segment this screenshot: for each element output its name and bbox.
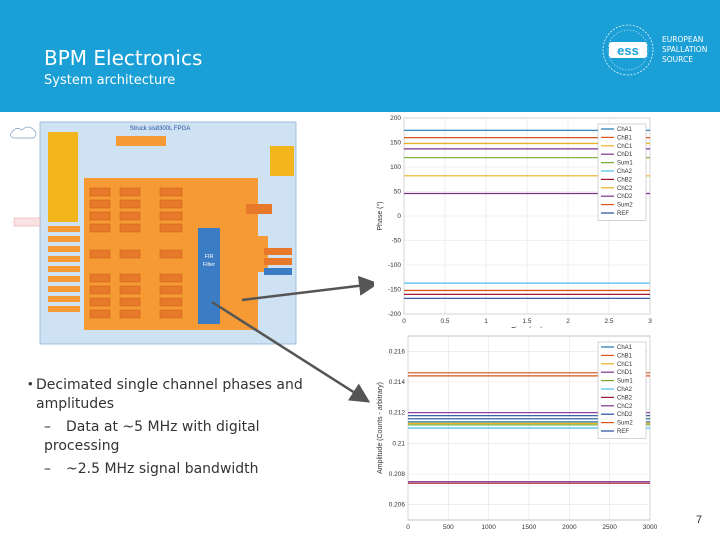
legend-entry: ChA2 bbox=[617, 387, 633, 393]
bullet-main-text: Decimated single channel phases and ampl… bbox=[36, 377, 303, 412]
x-tick-label: 1.5 bbox=[522, 318, 531, 325]
svg-text:FIR: FIR bbox=[205, 254, 214, 260]
sub-bullet-text: ~2.5 MHz signal bandwidth bbox=[66, 461, 259, 477]
x-tick-label: 2500 bbox=[602, 524, 617, 531]
legend-entry: ChC2 bbox=[617, 186, 633, 192]
svg-text:Filter: Filter bbox=[203, 262, 215, 268]
x-tick-label: 3 bbox=[648, 318, 652, 325]
legend-entry: ChB2 bbox=[617, 177, 633, 183]
slide-subtitle: System architecture bbox=[44, 73, 176, 88]
page-number: 7 bbox=[696, 514, 703, 526]
legend-entry: ChB1 bbox=[617, 135, 633, 141]
x-tick-label: 0.5 bbox=[440, 318, 449, 325]
y-tick-label: 0.214 bbox=[389, 379, 406, 386]
legend-entry: ChC1 bbox=[617, 362, 633, 368]
legend-entry: REF bbox=[617, 429, 629, 435]
svg-text:ess: ess bbox=[617, 43, 639, 58]
slide-header: BPM Electronics System architecture ess … bbox=[0, 0, 720, 112]
y-tick-label: -50 bbox=[392, 238, 402, 245]
svg-text:Struck sis8300L FPGA: Struck sis8300L FPGA bbox=[130, 126, 190, 132]
x-tick-label: 500 bbox=[443, 524, 454, 531]
logo-text: EUROPEAN SPALLATION SOURCE bbox=[662, 35, 707, 65]
y-tick-label: 0.21 bbox=[392, 440, 405, 447]
legend-entry: ChB1 bbox=[617, 353, 633, 359]
y-axis-label: Amplitude (Counts - arbitrary) bbox=[377, 382, 384, 474]
x-tick-label: 1500 bbox=[522, 524, 537, 531]
y-tick-label: 100 bbox=[390, 164, 401, 171]
y-tick-label: -150 bbox=[388, 287, 401, 294]
legend-entry: ChA1 bbox=[617, 345, 633, 351]
legend-entry: ChA2 bbox=[617, 169, 633, 175]
dash-marker: – bbox=[44, 461, 51, 477]
y-tick-label: 0 bbox=[397, 213, 401, 220]
x-tick-label: 0 bbox=[406, 524, 410, 531]
y-axis-label: Phase (°) bbox=[376, 201, 384, 230]
x-tick-label: 2 bbox=[566, 318, 570, 325]
dash-marker: – bbox=[44, 419, 51, 435]
x-tick-label: 3000 bbox=[643, 524, 658, 531]
x-tick-label: 1 bbox=[484, 318, 488, 325]
legend-entry: Sum1 bbox=[617, 379, 633, 385]
y-tick-label: 150 bbox=[390, 140, 401, 147]
y-tick-label: -200 bbox=[388, 311, 401, 318]
x-tick-label: 2.5 bbox=[604, 318, 613, 325]
x-tick-label: 1000 bbox=[481, 524, 496, 531]
legend-entry: ChD2 bbox=[617, 194, 633, 200]
phase-chart: 0 0.5 1 1.5 2 2.5 3 200 150 100 50 0 -50 -100 -150 -200… bbox=[374, 112, 664, 337]
legend-entry: ChC2 bbox=[617, 404, 633, 410]
legend-entry: ChD1 bbox=[617, 152, 633, 158]
legend-entry: ChA1 bbox=[617, 127, 633, 133]
y-tick-label: 0.206 bbox=[389, 502, 406, 509]
legend-entry: REF bbox=[617, 211, 629, 217]
fpga-architecture-diagram: Struck sis8300L FPGA FIR Filter bbox=[10, 118, 300, 346]
logo-line: SOURCE bbox=[662, 55, 693, 64]
y-tick-label: 0.212 bbox=[389, 410, 406, 417]
slide-title: BPM Electronics bbox=[44, 46, 203, 70]
y-tick-label: 50 bbox=[394, 189, 402, 196]
legend-entry: ChD1 bbox=[617, 370, 633, 376]
sub-bullet: –~2.5 MHz signal bandwidth bbox=[44, 460, 304, 479]
legend-entry: ChC1 bbox=[617, 144, 633, 150]
logo-line: SPALLATION bbox=[662, 45, 708, 54]
legend-entry: Sum2 bbox=[617, 203, 633, 209]
sub-bullet-text: Data at ~5 MHz with digital processing bbox=[44, 419, 260, 454]
ess-logo: ess bbox=[602, 24, 654, 76]
legend-entry: ChD2 bbox=[617, 412, 633, 418]
amplitude-chart: 0 500 1000 1500 2000 2500 3000 0.216 0.214 0.212 0… bbox=[374, 328, 664, 540]
y-tick-label: 0.208 bbox=[389, 471, 406, 478]
x-tick-label: 0 bbox=[402, 318, 406, 325]
y-tick-label: 0.216 bbox=[389, 348, 406, 355]
legend-entry: ChB2 bbox=[617, 395, 633, 401]
bullet-marker: • bbox=[28, 376, 33, 391]
y-tick-label: -100 bbox=[388, 262, 401, 269]
y-tick-label: 200 bbox=[390, 115, 401, 122]
legend-entry: Sum2 bbox=[617, 421, 633, 427]
x-tick-label: 2000 bbox=[562, 524, 577, 531]
logo-line: EUROPEAN bbox=[662, 35, 704, 44]
sub-bullet: –Data at ~5 MHz with digital processing bbox=[44, 418, 284, 456]
legend-entry: Sum1 bbox=[617, 161, 633, 167]
